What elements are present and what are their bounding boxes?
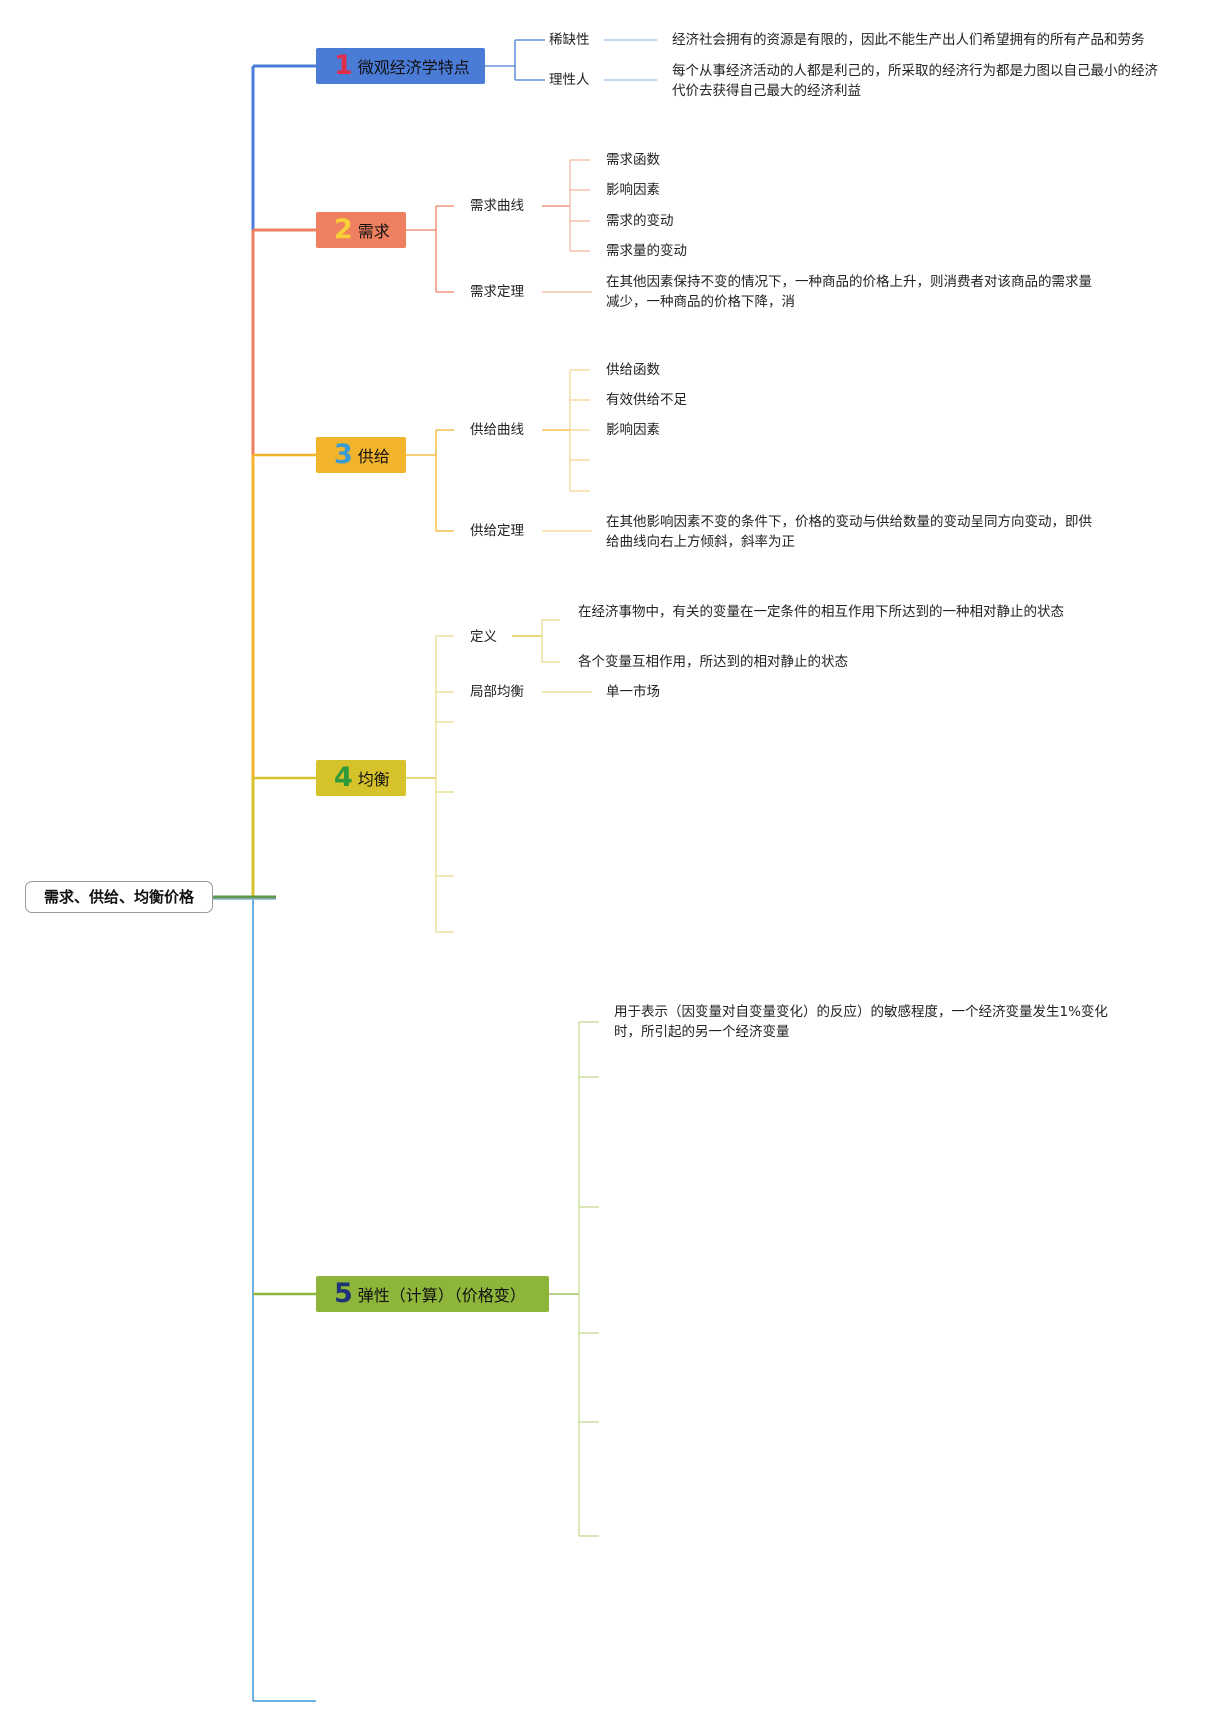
- topic-equilibrium[interactable]: 4 均衡: [316, 760, 406, 796]
- leaf-supply-influencing-factors[interactable]: 影响因素: [606, 422, 660, 438]
- detail-demand-law[interactable]: 在其他因素保持不变的情况下，一种商品的价格上升，则消费者对该商品的需求量减少，一…: [606, 274, 1092, 310]
- detail-scarcity[interactable]: 经济社会拥有的资源是有限的，因此不能生产出人们希望拥有的所有产品和劳务: [672, 32, 1145, 48]
- topic-elasticity[interactable]: 5 弹性（计算）（价格变）: [316, 1276, 549, 1312]
- subtopic-supply-law[interactable]: 供给定理: [470, 523, 524, 539]
- topic-micro-economics-features[interactable]: 1 微观经济学特点: [316, 48, 485, 84]
- subtopic-demand-law[interactable]: 需求定理: [470, 284, 524, 300]
- topic-demand[interactable]: 2 需求: [316, 212, 406, 248]
- leaf-insufficient-effective-supply[interactable]: 有效供给不足: [606, 392, 687, 408]
- subtopic-demand-curve[interactable]: 需求曲线: [470, 198, 524, 214]
- root-topic[interactable]: 需求、供给、均衡价格: [25, 881, 213, 913]
- topic-label: 微观经济学特点: [357, 58, 470, 77]
- subtopic-rational-person[interactable]: 理性人: [549, 72, 590, 88]
- topic-label: 弹性（计算）（价格变）: [357, 1286, 526, 1305]
- topic-number: 4: [334, 762, 353, 793]
- subtopic-supply-curve[interactable]: 供给曲线: [470, 422, 524, 438]
- topic-number: 3: [334, 439, 353, 470]
- detail-elasticity-definition[interactable]: 用于表示（因变量对自变量变化）的反应）的敏感程度，一个经济变量发生1%变化时，所…: [614, 1004, 1108, 1040]
- topic-label: 供给: [357, 447, 390, 466]
- leaf-demand-change[interactable]: 需求的变动: [606, 213, 674, 229]
- leaf-demand-influencing-factors[interactable]: 影响因素: [606, 182, 660, 198]
- topic-label: 需求: [357, 222, 390, 241]
- leaf-definition-mutual-action[interactable]: 各个变量互相作用，所达到的相对静止的状态: [578, 654, 848, 670]
- topic-number: 2: [334, 214, 353, 245]
- detail-single-market[interactable]: 单一市场: [606, 684, 660, 700]
- detail-supply-law[interactable]: 在其他影响因素不变的条件下，价格的变动与供给数量的变动呈同方向变动，即供给曲线向…: [606, 514, 1092, 550]
- leaf-definition-static-state[interactable]: 在经济事物中，有关的变量在一定条件的相互作用下所达到的一种相对静止的状态: [578, 604, 1064, 620]
- leaf-demand-function[interactable]: 需求函数: [606, 152, 660, 168]
- subtopic-partial-equilibrium[interactable]: 局部均衡: [470, 684, 524, 700]
- topic-label: 均衡: [357, 770, 390, 789]
- leaf-supply-function[interactable]: 供给函数: [606, 362, 660, 378]
- topic-number: 5: [334, 1278, 353, 1309]
- topic-number: 1: [334, 50, 353, 81]
- subtopic-scarcity[interactable]: 稀缺性: [549, 32, 590, 48]
- subtopic-definition[interactable]: 定义: [470, 629, 497, 645]
- topic-supply[interactable]: 3 供给: [316, 437, 406, 473]
- leaf-quantity-demanded-change[interactable]: 需求量的变动: [606, 243, 687, 259]
- detail-rational-person[interactable]: 每个从事经济活动的人都是利己的，所采取的经济行为都是力图以自己最小的经济代价去获…: [672, 63, 1158, 99]
